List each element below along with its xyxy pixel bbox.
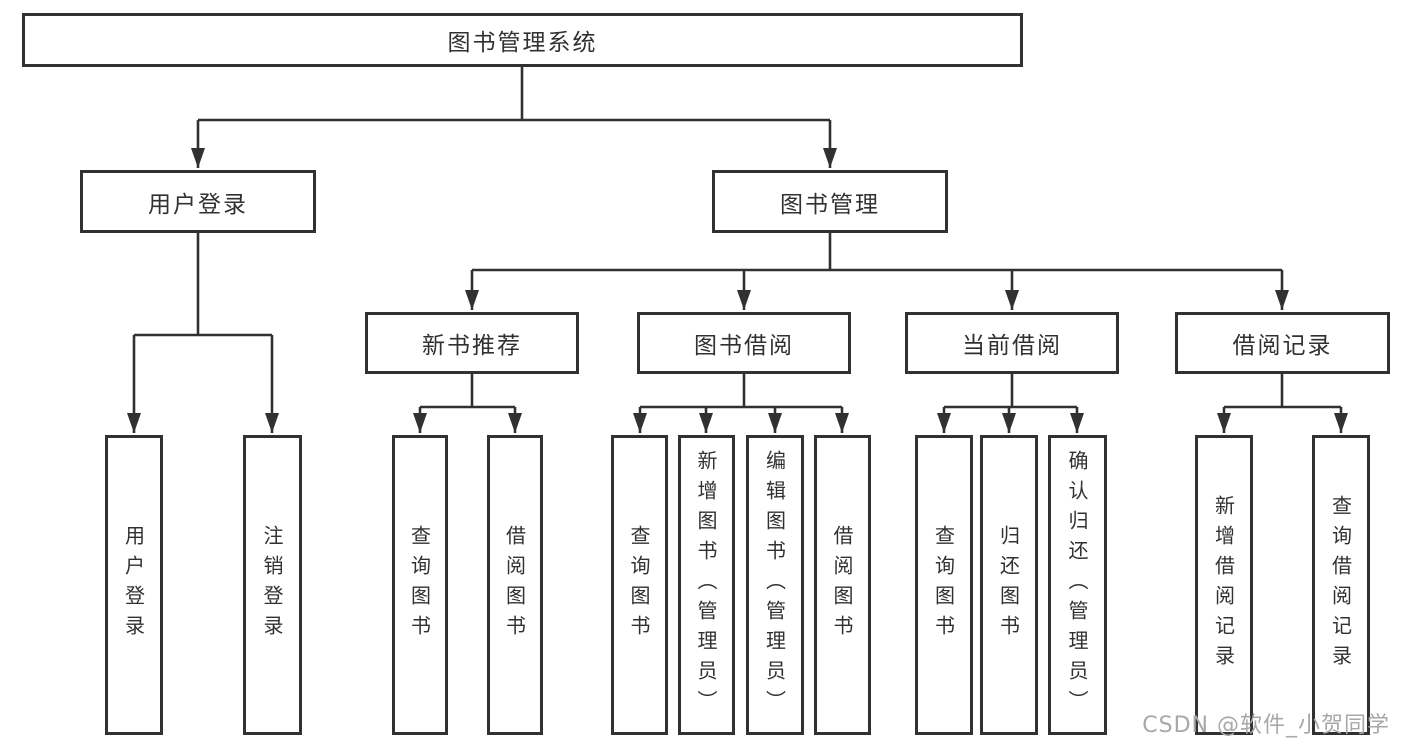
leaf-query-books-borrow: 查询图书 [611, 435, 668, 735]
node-book-management: 图书管理 [712, 170, 948, 233]
node-book-borrow: 图书借阅 [637, 312, 851, 374]
node-current-borrow: 当前借阅 [905, 312, 1119, 374]
node-new-book-recommend: 新书推荐 [365, 312, 579, 374]
leaf-logout: 注销登录 [243, 435, 302, 735]
node-user-login: 用户登录 [80, 170, 316, 233]
csdn-watermark: CSDN @软件_小贺同学 [1142, 713, 1390, 738]
leaf-edit-books-admin: 编辑图书（管理员） [746, 435, 804, 735]
leaf-return-books: 归还图书 [980, 435, 1038, 735]
leaf-borrow-books-recommend: 借阅图书 [487, 435, 543, 735]
leaf-query-books-current: 查询图书 [915, 435, 973, 735]
node-library-management-system: 图书管理系统 [22, 13, 1023, 67]
node-borrow-records: 借阅记录 [1175, 312, 1390, 374]
leaf-user-login: 用户登录 [105, 435, 163, 735]
leaf-borrow-books: 借阅图书 [814, 435, 871, 735]
leaf-query-books-recommend: 查询图书 [392, 435, 448, 735]
leaf-confirm-return-admin: 确认归还（管理员） [1048, 435, 1107, 735]
leaf-query-borrow-record: 查询借阅记录 [1312, 435, 1370, 735]
leaf-add-books-admin: 新增图书（管理员） [678, 435, 735, 735]
leaf-add-borrow-record: 新增借阅记录 [1195, 435, 1253, 735]
